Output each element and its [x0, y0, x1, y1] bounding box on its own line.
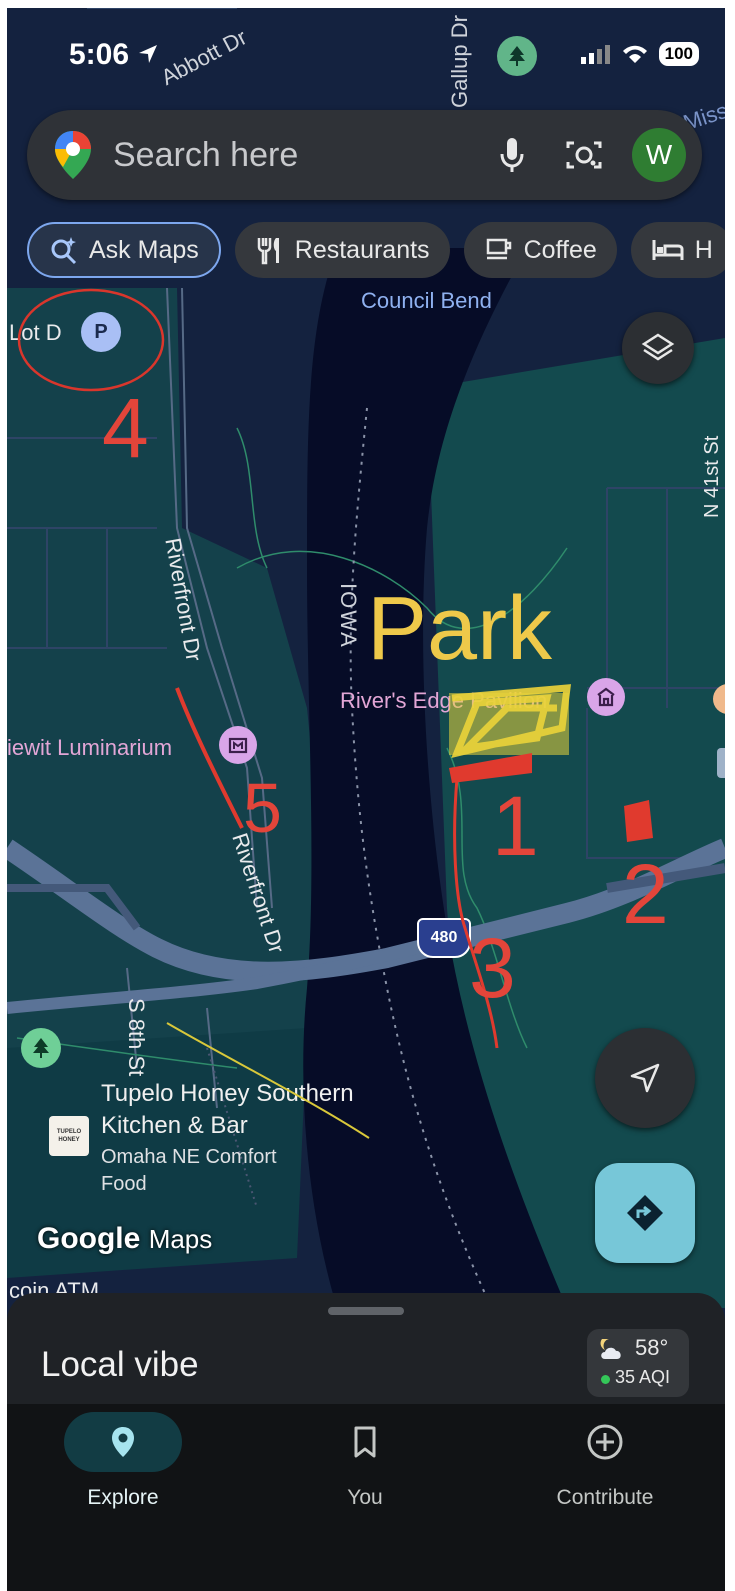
nav-you-icon-wrap [265, 1412, 465, 1472]
nav-label: Contribute [556, 1486, 654, 1509]
search-bar[interactable]: Search here W [27, 110, 702, 200]
layers-icon [641, 333, 675, 361]
annotation-number-2: 2 [622, 847, 669, 941]
chip-label: Coffee [523, 235, 597, 264]
chip-label: Restaurants [294, 235, 430, 264]
status-time-text: 5:06 [69, 38, 130, 71]
watermark-maps: Maps [148, 1224, 213, 1254]
sheet-title: Local vibe [41, 1345, 199, 1384]
nav-explore[interactable]: Explore [23, 1404, 223, 1510]
nav-label: Explore [87, 1486, 159, 1509]
chip-hotels[interactable]: H [630, 222, 725, 278]
bookmark-icon [354, 1426, 376, 1458]
camera-lens-icon [566, 141, 602, 169]
sheet-drag-handle[interactable] [328, 1307, 404, 1315]
avatar-initial: W [645, 139, 673, 170]
microphone-icon [500, 138, 524, 172]
map-label-council-bend: Council Bend [361, 288, 492, 313]
fork-knife-icon [257, 238, 279, 265]
lens-search-button[interactable] [560, 131, 608, 179]
annotation-red-trail-3 [453, 777, 499, 1049]
chip-restaurants[interactable]: Restaurants [234, 222, 450, 278]
status-time: 5:06 [69, 38, 159, 72]
poi-title-line2: Kitchen & Bar [101, 1112, 248, 1139]
bed-icon [652, 240, 684, 260]
cellular-signal-icon [580, 45, 610, 64]
annotation-circle-lot-d [17, 288, 165, 392]
my-location-button[interactable] [595, 1028, 695, 1128]
interstate-480-number: 480 [430, 929, 458, 946]
location-pin-icon [112, 1427, 134, 1457]
weather-temperature: 58° [635, 1335, 669, 1360]
annotation-yellow-line [166, 1022, 370, 1139]
location-arrow-icon [139, 45, 158, 63]
chip-label: Ask Maps [89, 235, 199, 264]
tupelo-honey-logo[interactable]: TUPELO HONEY [49, 1116, 89, 1156]
account-avatar[interactable]: W [632, 128, 686, 182]
search-input[interactable]: Search here [113, 135, 299, 174]
nav-contribute-icon-wrap [505, 1412, 705, 1472]
partly-cloudy-night-icon [600, 1339, 621, 1359]
aqi-dot [601, 1375, 610, 1384]
poi-subtitle-line2: Food [101, 1173, 147, 1195]
chip-ask-maps[interactable]: Ask Maps [27, 222, 221, 278]
park-tree-icon-top[interactable] [497, 36, 537, 76]
annotation-number-1: 1 [492, 779, 539, 873]
annotation-number-4: 4 [102, 381, 149, 475]
directions-icon [627, 1195, 663, 1231]
annotation-yellow-fill [449, 693, 569, 755]
interstate-480-shield: 480 [417, 918, 471, 958]
navigation-arrow-icon [630, 1063, 660, 1093]
museum-icon[interactable] [219, 726, 257, 764]
bottom-navigation: Explore You Contribute [7, 1404, 725, 1591]
category-chips: Ask Maps Restaurants Coffee H [27, 222, 725, 278]
sparkle-search-icon [51, 237, 77, 265]
coffee-cup-icon [486, 238, 511, 260]
weather-widget[interactable]: 58° 35 AQI [587, 1329, 689, 1397]
google-maps-pin-icon [55, 131, 91, 179]
annotation-number-5: 5 [243, 769, 282, 847]
blue-poi-icon[interactable] [717, 748, 725, 778]
poi-label-kiewit-luminarium[interactable]: iewit Luminarium [7, 735, 173, 760]
annotation-number-3: 3 [469, 921, 516, 1015]
park-tree-icon[interactable] [21, 1028, 61, 1068]
pavilion-icon[interactable] [587, 678, 625, 716]
parking-icon-letter: P [94, 320, 108, 343]
tupelo-honey-logo-text: TUPELO HONEY [56, 1129, 82, 1143]
wifi-icon [622, 45, 647, 63]
directions-button[interactable] [595, 1163, 695, 1263]
nav-explore-pill [64, 1412, 182, 1472]
battery-indicator: 100 [658, 42, 699, 66]
orange-poi-icon[interactable] [713, 684, 725, 714]
annotation-red-patch-2 [624, 800, 653, 842]
voice-search-button[interactable] [488, 131, 536, 179]
weather-aqi: 35 AQI [615, 1367, 671, 1387]
annotation-text-park: Park [367, 579, 553, 679]
annotation-red-bar-1 [449, 753, 532, 783]
maps-screen: Abbott Dr Gallup Dr Miss Council Bend Lo… [7, 8, 725, 1591]
annotation-red-line-5 [175, 687, 244, 829]
watermark-google: Google [37, 1222, 141, 1255]
status-icons: 100 [580, 42, 699, 66]
nav-you[interactable]: You [265, 1404, 465, 1510]
chip-coffee[interactable]: Coffee [463, 222, 617, 278]
parking-icon[interactable]: P [81, 312, 121, 352]
layers-button[interactable] [622, 312, 694, 384]
google-maps-watermark: Google Maps [37, 1222, 212, 1256]
add-circle-icon [587, 1424, 623, 1460]
nav-label: You [347, 1486, 383, 1509]
poi-subtitle-line1: Omaha NE Comfort [101, 1146, 277, 1168]
chip-label: H [694, 235, 713, 264]
hand-annotations [17, 288, 653, 1139]
nav-contribute[interactable]: Contribute [505, 1404, 705, 1510]
